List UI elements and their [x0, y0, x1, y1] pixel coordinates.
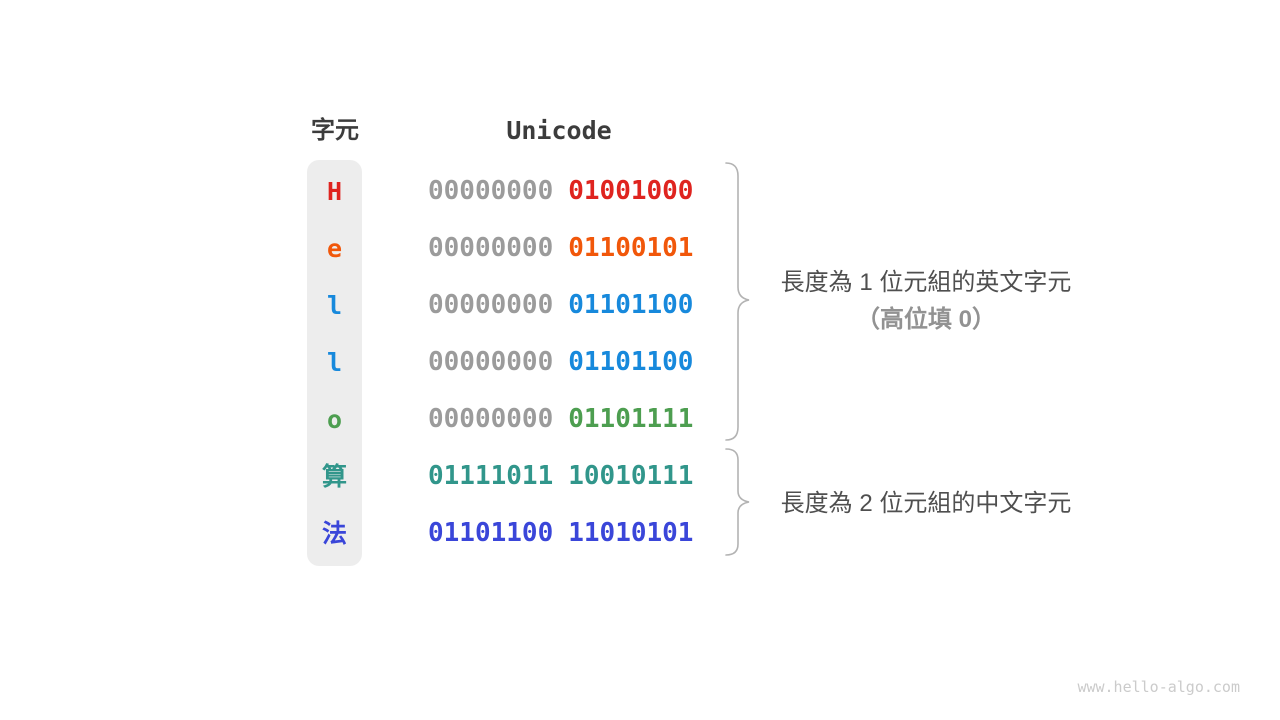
unicode-bytes: 01101100 11010101: [428, 505, 693, 562]
unicode-column-header: Unicode: [506, 116, 612, 145]
unicode-bytes: 00000000 01101111: [428, 391, 693, 448]
byte-low: 01101111: [568, 404, 694, 434]
encoding-row: o 00000000 01101111: [0, 391, 1280, 448]
annotation-chinese-group: 長度為 2 位元組的中文字元: [756, 486, 1096, 522]
byte-low: 11010101: [568, 518, 694, 548]
byte-low: 01001000: [568, 176, 694, 206]
encoding-row: l 00000000 01101100: [0, 277, 1280, 334]
annotation-english-line1: 長度為 1 位元組的英文字元: [780, 269, 1072, 296]
encoding-row: e 00000000 01100101: [0, 220, 1280, 277]
byte-low: 01101100: [568, 290, 694, 320]
encoding-row: 算 01111011 10010111: [0, 448, 1280, 505]
unicode-bytes: 00000000 01101100: [428, 334, 693, 391]
byte-low: 01100101: [568, 233, 694, 263]
char-cell: 算: [321, 462, 347, 491]
byte-high: 00000000: [428, 176, 554, 206]
unicode-bytes: 00000000 01001000: [428, 163, 693, 220]
unicode-bytes: 00000000 01101100: [428, 277, 693, 334]
char-cell: l: [326, 291, 343, 320]
char-column-header: 字元: [311, 117, 359, 144]
byte-low: 01101100: [568, 347, 694, 377]
annotation-chinese-line1: 長度為 2 位元組的中文字元: [780, 490, 1072, 517]
byte-high: 00000000: [428, 290, 554, 320]
char-cell: l: [326, 348, 343, 377]
brace-chinese-group: [725, 448, 750, 556]
brace-english-group: [725, 162, 750, 441]
char-cell: o: [326, 405, 343, 434]
group-braces: [725, 162, 750, 556]
char-column-background: [307, 160, 362, 566]
byte-high: 00000000: [428, 404, 554, 434]
byte-high: 01111011: [428, 461, 554, 491]
unicode-bytes: 01111011 10010111: [428, 448, 693, 505]
char-cell: H: [326, 177, 343, 206]
annotation-english-group: 長度為 1 位元組的英文字元 （高位填 0）: [756, 265, 1096, 339]
unicode-bytes: 00000000 01100101: [428, 220, 693, 277]
encoding-row: l 00000000 01101100: [0, 334, 1280, 391]
char-cell: 法: [321, 519, 347, 548]
byte-high: 00000000: [428, 347, 554, 377]
watermark: www.hello-algo.com: [1077, 678, 1240, 696]
byte-high: 01101100: [428, 518, 554, 548]
encoding-row: 法 01101100 11010101: [0, 505, 1280, 562]
encoding-row: H 00000000 01001000: [0, 163, 1280, 220]
char-cell: e: [326, 234, 343, 263]
byte-high: 00000000: [428, 233, 554, 263]
byte-low: 10010111: [568, 461, 694, 491]
annotation-english-line2: （高位填 0）: [855, 306, 996, 333]
